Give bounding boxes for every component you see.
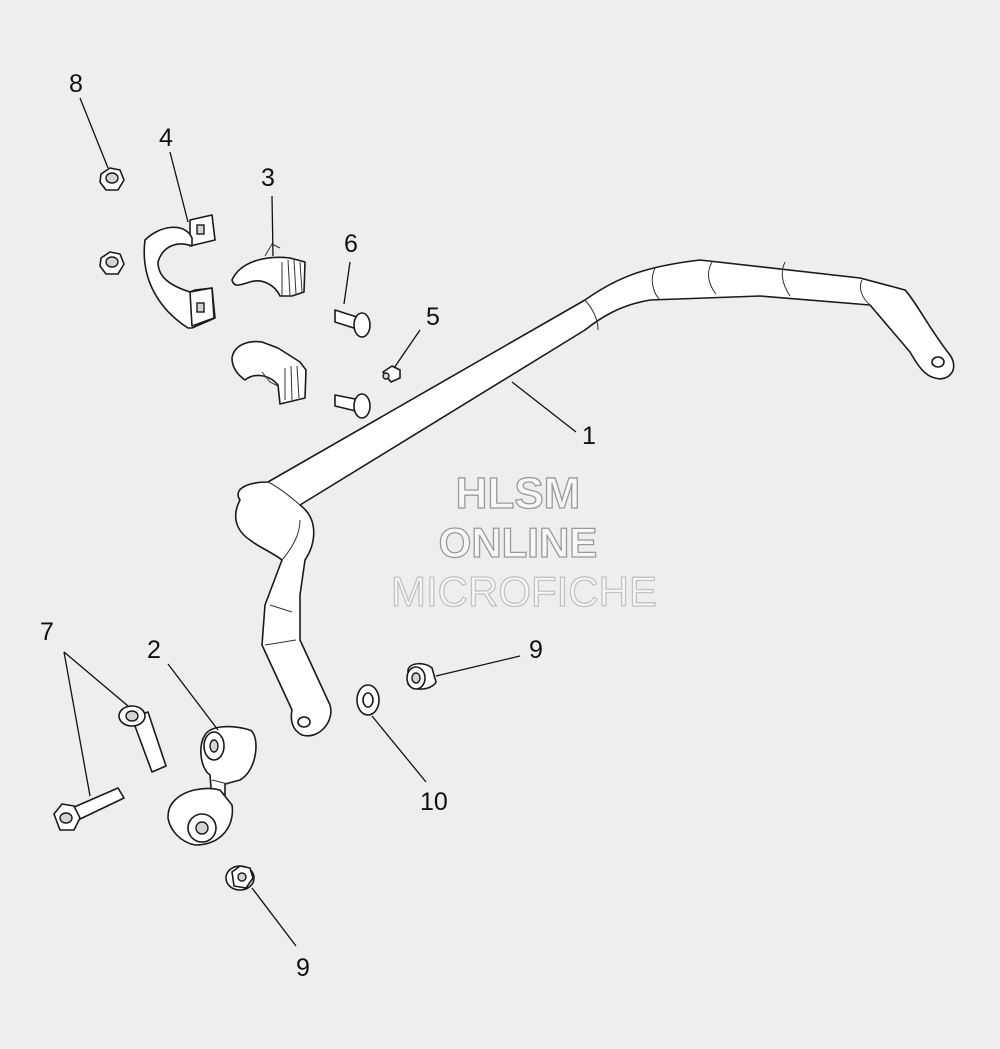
hex-nut-lower[interactable] xyxy=(99,251,125,275)
callout-7: 7 xyxy=(40,618,54,646)
callout-2: 2 xyxy=(147,636,161,664)
washer[interactable] xyxy=(356,684,380,716)
callout-6: 6 xyxy=(344,230,358,258)
flange-nut-upper[interactable] xyxy=(406,662,437,690)
pin-upper[interactable] xyxy=(334,309,371,338)
bushing-lower[interactable] xyxy=(231,340,307,405)
watermark-line-3: MICROFICHE xyxy=(391,568,657,615)
callout-10: 10 xyxy=(420,788,448,816)
grease-fitting[interactable] xyxy=(382,365,401,383)
callout-4: 4 xyxy=(159,124,173,152)
stabilizer-bar[interactable] xyxy=(234,259,955,737)
leader-lines xyxy=(63,97,577,947)
hex-nut-upper[interactable] xyxy=(99,167,125,191)
stabilizer-link[interactable] xyxy=(167,725,257,846)
callout-labels: 1 2 3 4 5 6 7 8 9 9 10 xyxy=(40,70,596,982)
callout-9-upper: 9 xyxy=(529,636,543,664)
bolt-shoulder[interactable] xyxy=(118,705,167,773)
watermark: HLSM ONLINE MICROFICHE xyxy=(390,468,657,615)
watermark-line-2: ONLINE xyxy=(439,519,598,566)
callout-9-lower: 9 xyxy=(296,954,310,982)
flange-nut-lower[interactable] xyxy=(225,865,255,891)
clamp-bracket[interactable] xyxy=(143,214,216,329)
bolt-flange[interactable] xyxy=(53,787,125,831)
callout-8: 8 xyxy=(69,70,83,98)
callout-1: 1 xyxy=(582,422,596,450)
callout-5: 5 xyxy=(426,303,440,331)
pin-lower[interactable] xyxy=(334,393,371,419)
bushing-upper[interactable] xyxy=(231,243,306,297)
callout-3: 3 xyxy=(261,164,275,192)
watermark-line-1: HLSM xyxy=(456,469,581,518)
